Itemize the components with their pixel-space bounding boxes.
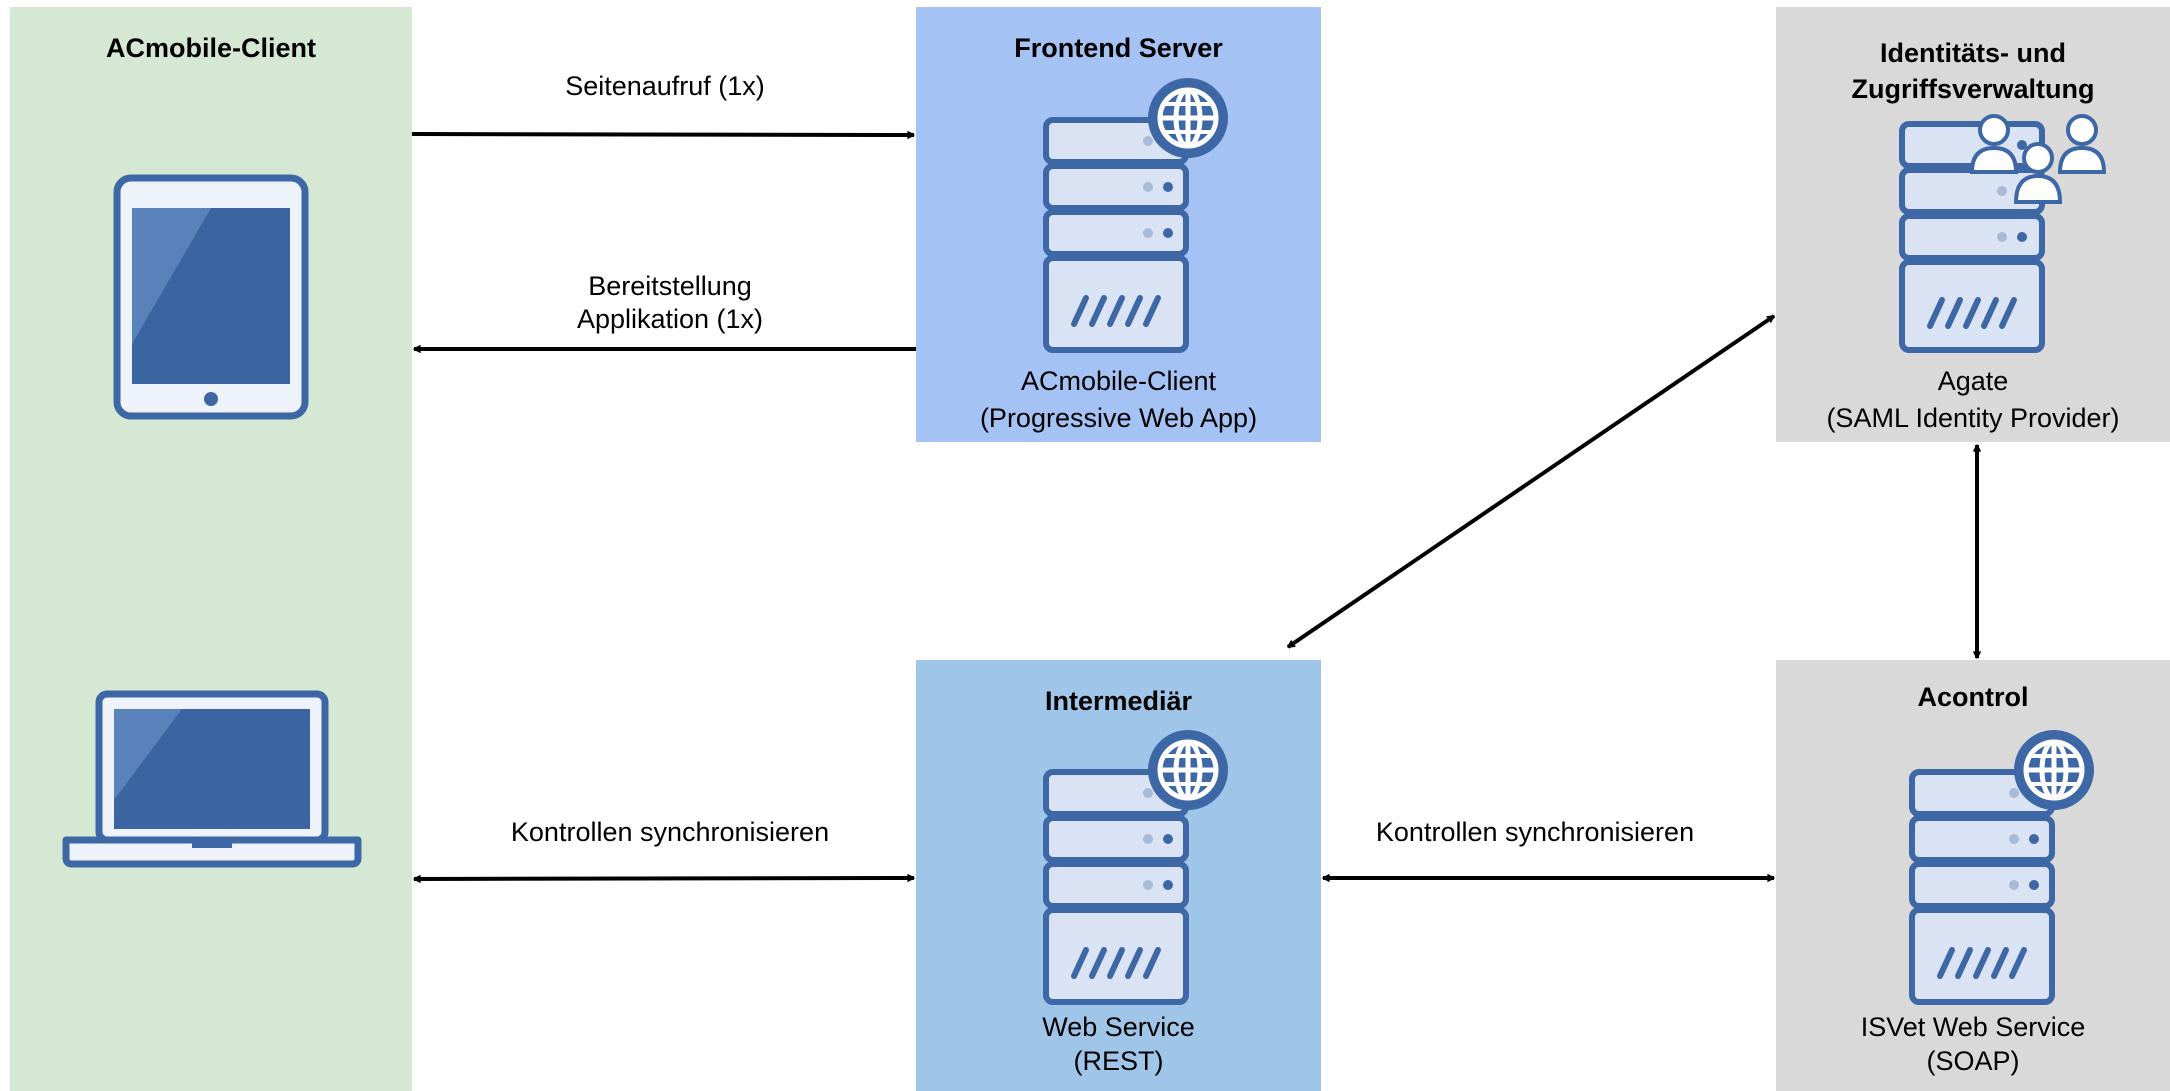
iam-caption-line1: Agate (1937, 366, 2009, 396)
frontend-panel: Frontend Server ACmobile-Client (Progres… (916, 7, 1321, 442)
iam-panel-title-line1: Identitäts- und (1880, 38, 2066, 68)
web-server-icon (1043, 78, 1228, 353)
iam-panel-title-line2: Zugriffsverwaltung (1851, 74, 2095, 104)
web-server-icon (1043, 730, 1228, 1005)
iam-caption-line2: (SAML Identity Provider) (1826, 403, 2120, 433)
sync-client-arrow (414, 878, 914, 879)
intermediary-caption-line2: (REST) (1073, 1046, 1164, 1076)
page-request-arrow (411, 134, 914, 135)
iam-intermediary-arrow (1288, 314, 1774, 649)
intermediary-panel-title: Intermediär (1044, 686, 1193, 716)
client-panel-title: ACmobile-Client (105, 33, 316, 63)
acontrol-panel-title: Acontrol (1917, 682, 2029, 712)
laptop-icon (62, 690, 362, 868)
intermediary-caption-line1: Web Service (1042, 1012, 1195, 1042)
app-delivery-label-line1: Bereitstellung (588, 271, 752, 301)
page-request-label: Seitenaufruf (1x) (565, 71, 765, 101)
acontrol-caption-line2: (SOAP) (1926, 1046, 2020, 1076)
app-delivery-label-line2: Applikation (1x) (576, 304, 764, 334)
sync-acontrol-label: Kontrollen synchronisieren (1375, 817, 1695, 847)
acontrol-caption-line1: ISVet Web Service (1860, 1012, 2086, 1042)
identity-server-icon (1899, 114, 2107, 353)
web-server-icon (1909, 730, 2094, 1005)
frontend-panel-title: Frontend Server (1014, 33, 1223, 63)
frontend-caption-line1: ACmobile-Client (1020, 366, 1217, 396)
frontend-caption-line2: (Progressive Web App) (979, 403, 1258, 433)
sync-client-label: Kontrollen synchronisieren (510, 817, 830, 847)
tablet-icon (113, 174, 309, 420)
